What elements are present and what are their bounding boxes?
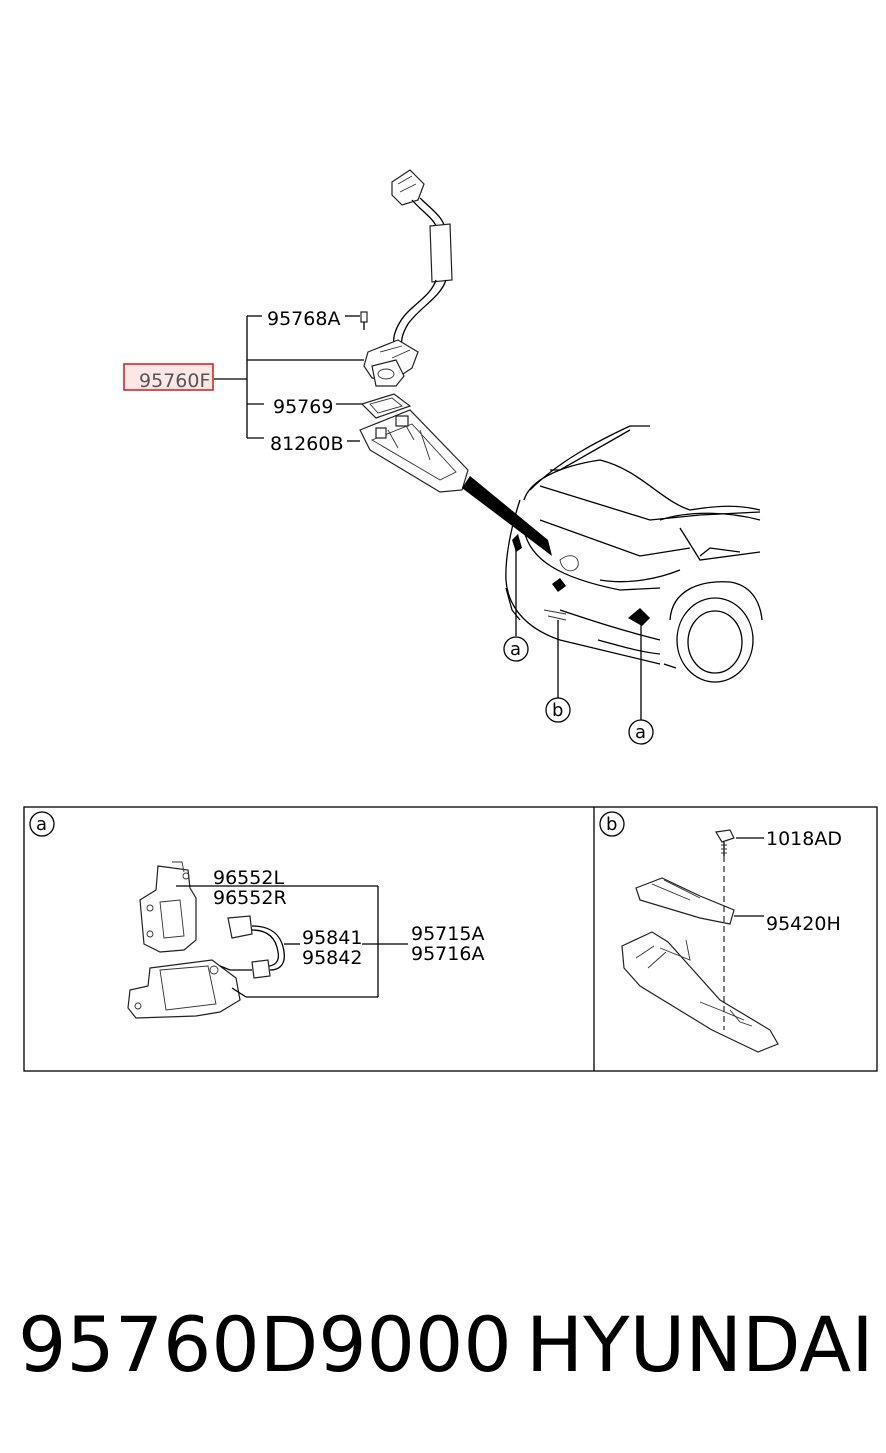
label-95716A: 95716A: [411, 943, 484, 965]
camera-body: [363, 339, 419, 387]
svg-text:b: b: [606, 814, 617, 835]
label-95842: 95842: [302, 947, 362, 969]
callout-a-left: a: [503, 636, 529, 662]
camera-harness-connector: [391, 169, 453, 351]
label-95841: 95841: [302, 927, 362, 949]
housing-81260B: [359, 409, 469, 493]
label-95760F[interactable]: 95760F: [139, 370, 210, 392]
detail-a-wiring-part: [219, 915, 285, 979]
callout-leaders: [515, 540, 642, 720]
gasket-95769: [360, 393, 412, 419]
label-95769: 95769: [273, 396, 333, 418]
label-95715A: 95715A: [411, 923, 484, 945]
detail-b-garnish-part: [621, 931, 779, 1053]
callout-a-right: a: [628, 719, 654, 745]
label-95768A: 95768A: [267, 308, 340, 330]
main-group-bracket: [214, 315, 364, 442]
label-81260B: 81260B: [270, 433, 343, 455]
detail-b-switch-part: [635, 877, 764, 925]
highlight-box-95760F[interactable]: [123, 363, 214, 391]
svg-text:b: b: [552, 700, 563, 721]
svg-text:a: a: [510, 639, 521, 660]
brand-caption: HYUNDAI: [526, 1300, 874, 1389]
detail-b-letter: b: [599, 811, 625, 837]
vehicle-rear-illustration: [505, 425, 763, 683]
label-96552R: 96552R: [213, 887, 287, 909]
detail-a-module-part: [127, 959, 241, 1019]
label-96552L: 96552L: [213, 867, 284, 889]
svg-text:a: a: [36, 814, 47, 835]
detail-b-screw-part: [715, 829, 764, 856]
callout-b: b: [545, 697, 571, 723]
footer-caption: 95760D9000 HYUNDAI: [0, 1290, 886, 1400]
detail-a-bracket-part: [139, 861, 197, 953]
detail-a-letter: a: [29, 811, 55, 837]
leader-wedge: [462, 476, 552, 556]
detail-a-leaders: [176, 885, 408, 998]
label-1018AD: 1018AD: [766, 828, 842, 850]
detail-panel-frame: [23, 806, 878, 1072]
part-number-caption: 95760D9000: [18, 1300, 512, 1389]
screw-95768A: [360, 311, 368, 330]
svg-text:a: a: [635, 722, 646, 743]
label-95420H: 95420H: [766, 913, 841, 935]
